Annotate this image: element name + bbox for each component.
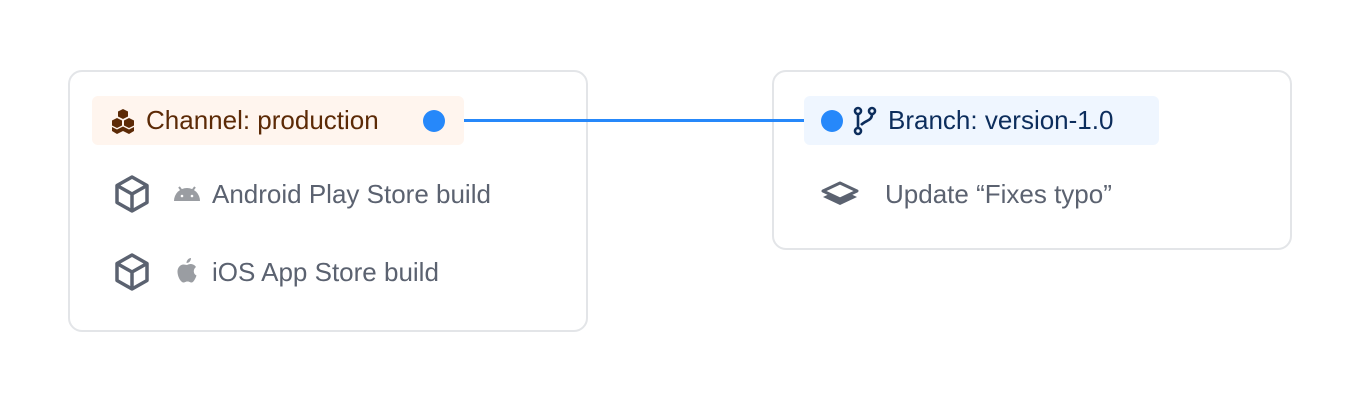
channel-pill[interactable]: Channel: production — [92, 96, 464, 145]
build-label: Android Play Store build — [212, 178, 491, 209]
update-row[interactable]: Update “Fixes typo” — [818, 176, 1112, 212]
channel-branch-connector — [434, 119, 832, 122]
branch-label: Branch: version-1.0 — [888, 105, 1114, 135]
build-row-ios[interactable]: iOS App Store build — [112, 252, 439, 292]
android-icon — [172, 186, 202, 202]
channel-label: Channel: production — [146, 105, 379, 135]
branch-pill[interactable]: Branch: version-1.0 — [804, 96, 1159, 145]
branch-connector-handle[interactable] — [821, 110, 843, 132]
build-label: iOS App Store build — [212, 256, 439, 287]
layers-icon — [818, 179, 862, 209]
apple-icon — [172, 256, 202, 288]
channel-connector-handle[interactable] — [423, 110, 445, 132]
cube-icon — [112, 174, 152, 214]
update-label: Update “Fixes typo” — [885, 178, 1112, 209]
cube-icon — [112, 252, 152, 292]
git-branch-icon — [852, 106, 878, 136]
build-row-android[interactable]: Android Play Store build — [112, 174, 491, 214]
stacked-boxes-icon — [108, 106, 138, 136]
